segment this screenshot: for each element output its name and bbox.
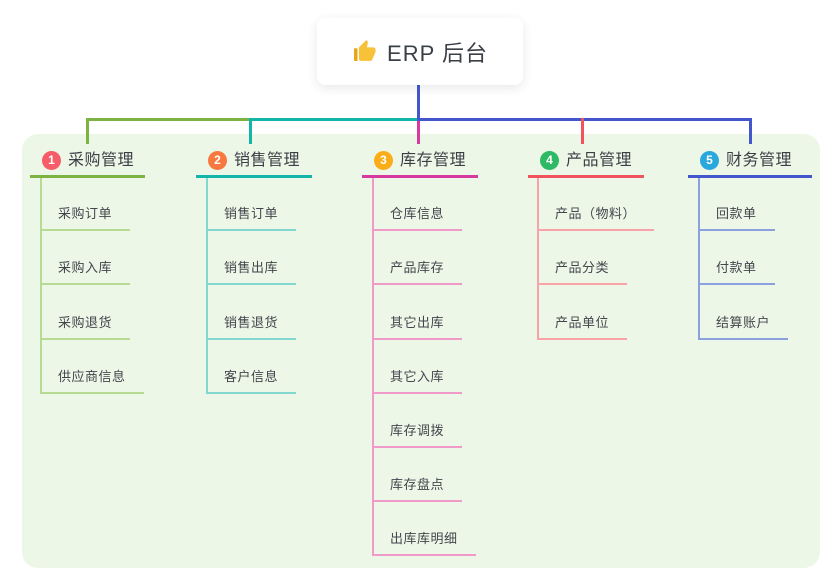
branches-background-panel bbox=[22, 134, 820, 568]
child-node[interactable]: 产品库存 bbox=[372, 259, 463, 285]
branch-title[interactable]: 库存管理 bbox=[400, 152, 467, 169]
child-node[interactable]: 销售订单 bbox=[206, 205, 297, 231]
child-node[interactable]: 库存调拨 bbox=[372, 422, 463, 448]
child-node[interactable]: 出库库明细 bbox=[372, 530, 476, 556]
connector-branch-drop bbox=[249, 118, 252, 144]
connector-branch-drop bbox=[417, 121, 420, 144]
child-node[interactable]: 产品（物料） bbox=[537, 205, 655, 231]
child-node[interactable]: 销售出库 bbox=[206, 259, 297, 285]
connector-horizontal-left-green bbox=[86, 118, 252, 121]
branch-title[interactable]: 销售管理 bbox=[234, 152, 301, 169]
child-node[interactable]: 其它入库 bbox=[372, 368, 463, 394]
branch-number-badge: 3 bbox=[374, 151, 393, 170]
child-node[interactable]: 产品分类 bbox=[537, 259, 628, 285]
child-node[interactable]: 仓库信息 bbox=[372, 205, 463, 231]
thumbs-up-icon bbox=[354, 40, 376, 61]
child-node[interactable]: 库存盘点 bbox=[372, 476, 463, 502]
branch-underline bbox=[196, 175, 312, 178]
child-node[interactable]: 付款单 bbox=[698, 259, 775, 285]
branch-underline bbox=[688, 175, 812, 178]
child-tree-line bbox=[698, 178, 700, 340]
child-node[interactable]: 客户信息 bbox=[206, 368, 297, 394]
child-node[interactable]: 供应商信息 bbox=[40, 368, 144, 394]
connector-root-drop bbox=[417, 85, 420, 118]
connector-branch-drop bbox=[749, 118, 752, 144]
child-node[interactable]: 回款单 bbox=[698, 205, 775, 231]
branch-title[interactable]: 财务管理 bbox=[726, 152, 793, 169]
child-tree-line bbox=[206, 178, 208, 394]
branch-number-badge: 5 bbox=[700, 151, 719, 170]
branch-title[interactable]: 产品管理 bbox=[566, 152, 633, 169]
branch-underline bbox=[30, 175, 145, 178]
root-node[interactable]: ERP 后台 bbox=[317, 18, 523, 85]
child-node[interactable]: 采购退货 bbox=[40, 314, 131, 340]
connector-horizontal-right-blue bbox=[417, 118, 752, 121]
child-node[interactable]: 其它出库 bbox=[372, 314, 463, 340]
child-node[interactable]: 采购入库 bbox=[40, 259, 131, 285]
branch-number-badge: 4 bbox=[540, 151, 559, 170]
child-node[interactable]: 采购订单 bbox=[40, 205, 131, 231]
connector-branch-drop bbox=[581, 118, 584, 144]
child-tree-line bbox=[40, 178, 42, 394]
branch-underline bbox=[528, 175, 644, 178]
connector-branch-drop bbox=[86, 118, 89, 144]
root-node-label: ERP 后台 bbox=[387, 40, 488, 66]
connector-horizontal-left-teal bbox=[249, 118, 418, 121]
child-tree-line bbox=[372, 178, 374, 556]
branch-number-badge: 2 bbox=[208, 151, 227, 170]
child-tree-line bbox=[537, 178, 539, 340]
branch-underline bbox=[362, 175, 478, 178]
child-node[interactable]: 销售退货 bbox=[206, 314, 297, 340]
child-node[interactable]: 产品单位 bbox=[537, 314, 628, 340]
branch-title[interactable]: 采购管理 bbox=[68, 152, 135, 169]
branch-number-badge: 1 bbox=[42, 151, 61, 170]
child-node[interactable]: 结算账户 bbox=[698, 314, 789, 340]
